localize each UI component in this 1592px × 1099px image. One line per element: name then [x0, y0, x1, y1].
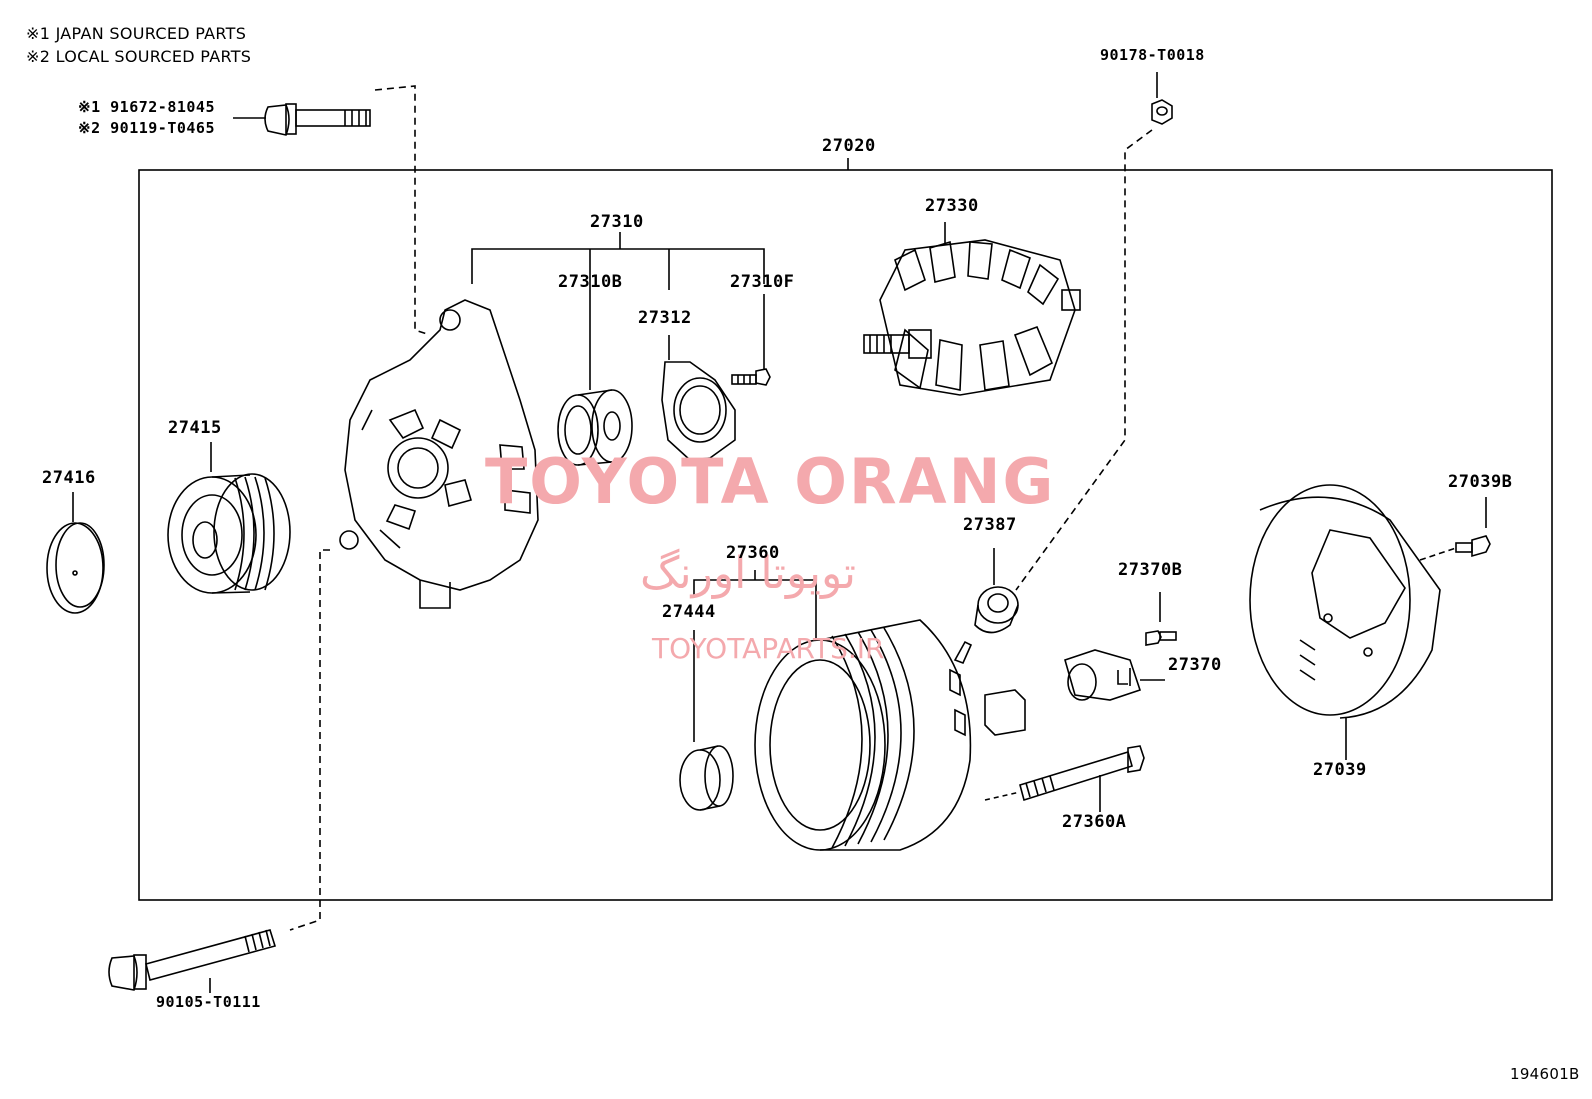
- bolt-90105-T0111: [108, 929, 277, 993]
- watermark-small: TOYOTAPARTS.IR: [652, 632, 885, 665]
- diagram-id: 194601B: [1510, 1065, 1580, 1083]
- part-label-90178-T0018: 90178-T0018: [1100, 46, 1205, 64]
- part-label-27312: 27312: [638, 308, 692, 328]
- bolt-variant-2-label: ※2 90119-T0465: [78, 119, 215, 137]
- assembly-boundary: [138, 169, 1553, 901]
- part-label-27330: 27330: [925, 196, 979, 216]
- collar-27444: [679, 745, 734, 811]
- rotor-27330: [863, 222, 1081, 396]
- part-label-27360: 27360: [726, 543, 780, 563]
- bolt-91672-81045: [233, 103, 371, 136]
- screw-27370B: [1145, 592, 1177, 646]
- part-label-27360A: 27360A: [1062, 812, 1127, 832]
- screw-27039B: [1455, 497, 1491, 558]
- part-label-90105-T0111: 90105-T0111: [156, 993, 261, 1011]
- bushing-27387: [974, 548, 1019, 634]
- part-label-27444: 27444: [662, 602, 716, 622]
- regulator-27370: [1064, 649, 1165, 701]
- part-label-27415: 27415: [168, 418, 222, 438]
- assembly-label: 27020: [822, 136, 876, 156]
- legend-japan-sourced: ※1 JAPAN SOURCED PARTS: [26, 24, 247, 43]
- watermark-persian: تویوتا اورنگ: [640, 548, 856, 599]
- part-label-27310B: 27310B: [558, 272, 623, 292]
- bolt-variant-1-label: ※1 91672-81045: [78, 98, 215, 116]
- part-label-27370B: 27370B: [1118, 560, 1183, 580]
- cap-27416: [46, 492, 105, 614]
- nut-90178-T0018: [1151, 72, 1173, 125]
- end-cover-27039: [1249, 484, 1441, 760]
- part-label-27039: 27039: [1313, 760, 1367, 780]
- part-label-27310F: 27310F: [730, 272, 795, 292]
- part-label-27387: 27387: [963, 515, 1017, 535]
- retainer-plate-27312: [661, 361, 736, 461]
- part-label-27416: 27416: [42, 468, 96, 488]
- bearing-27310B: [557, 389, 633, 466]
- rectifier-end-frame-27360: [754, 619, 1026, 851]
- legend-local-sourced: ※2 LOCAL SOURCED PARTS: [26, 47, 252, 66]
- part-label-27039B: 27039B: [1448, 472, 1513, 492]
- watermark-main: TOYOTA ORANG: [485, 445, 1056, 518]
- part-label-27370: 27370: [1168, 655, 1222, 675]
- screw-27310F: [731, 368, 771, 386]
- through-bolt-27360A: [1019, 745, 1145, 812]
- pulley-27415: [167, 442, 291, 594]
- drive-end-frame: [339, 299, 539, 609]
- part-label-27310: 27310: [590, 212, 644, 232]
